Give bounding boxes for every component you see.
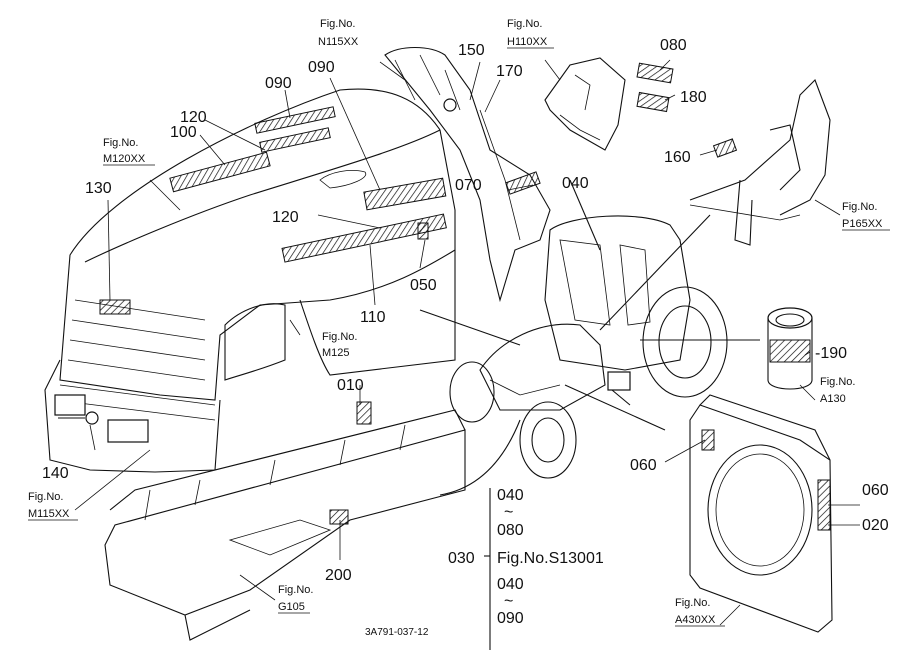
hood-assembly [44,88,456,473]
part-030-label: 030 [448,550,475,567]
arrows [419,179,760,496]
fig-h110-code: H110XX [507,36,548,48]
drawing-number: 3A791-037-12 [365,627,429,638]
fig-a130-code: A130 [820,393,846,405]
fig-p165-code: P165XX [842,218,883,230]
part-090-right-label: 090 [308,59,335,76]
fig-m115-code: M115XX [28,508,70,520]
part-020-label: 020 [862,517,889,534]
fig-a430-code: A430XX [675,614,716,626]
fig-n115-code: N115XX [318,36,359,48]
fig-m120-code: M120XX [103,153,146,165]
range-tildes: ~ ~ Fig.No.S13001 [497,504,604,610]
part-120-upper-label: 120 [180,109,207,126]
part-130-label: 130 [85,180,112,197]
part-110-label: 110 [360,309,386,326]
part-010-label: 010 [337,377,364,394]
filter-cylinder [767,307,813,390]
fig-h110-prefix: Fig.No. [507,18,542,30]
range-080-label: 080 [497,522,524,539]
fig-g105-prefix: Fig.No. [278,584,313,596]
fig-m125-prefix: Fig.No. [322,331,357,343]
series-bracket [484,488,491,650]
tilde-lower: ~ [504,593,513,610]
part-080-label: 080 [660,37,687,54]
tilde-upper: ~ [504,504,513,521]
series-ref-label: Fig.No.S13001 [497,550,604,567]
cab-part [544,57,674,151]
center-panel [384,47,551,303]
range-040-start-label: 040 [497,487,524,504]
base-frame [104,401,466,641]
bracket-assembly [689,79,831,246]
part-190-label: -190 [815,345,847,362]
fig-a130-prefix: Fig.No. [820,376,855,388]
part-labels: 010 020 030 040 040 040 050 060 060 070 … [42,37,889,627]
part-170-label: 170 [496,63,523,80]
fig-g105-code: G105 [278,601,305,613]
part-070-label: 070 [455,177,482,194]
part-100-label: 100 [170,124,197,141]
fig-p165-prefix: Fig.No. [842,201,877,213]
radiator-frame [689,394,833,633]
part-150-label: 150 [458,42,485,59]
fig-m125-code: M125 [322,347,350,359]
part-090-left-label: 090 [265,75,292,92]
tractor [449,215,728,479]
range-040-second-label: 040 [497,576,524,593]
fig-a430-prefix: Fig.No. [675,597,710,609]
leader-lines [74,59,860,626]
part-160-label: 160 [664,149,691,166]
part-200-label: 200 [325,567,352,584]
range-090-label: 090 [497,610,524,627]
part-140-label: 140 [42,465,69,482]
fig-n115-prefix: Fig.No. [320,18,355,30]
part-060-right-label: 060 [862,482,889,499]
figure-references: Fig.No. N115XX Fig.No. H110XX Fig.No. M1… [28,18,890,627]
part-050-label: 050 [410,277,437,294]
fig-m115-prefix: Fig.No. [28,491,63,503]
part-180-label: 180 [680,89,707,106]
part-040-label: 040 [562,175,589,192]
part-060-label: 060 [630,457,657,474]
fig-m120-prefix: Fig.No. [103,137,138,149]
part-120-lower-label: 120 [272,209,299,226]
